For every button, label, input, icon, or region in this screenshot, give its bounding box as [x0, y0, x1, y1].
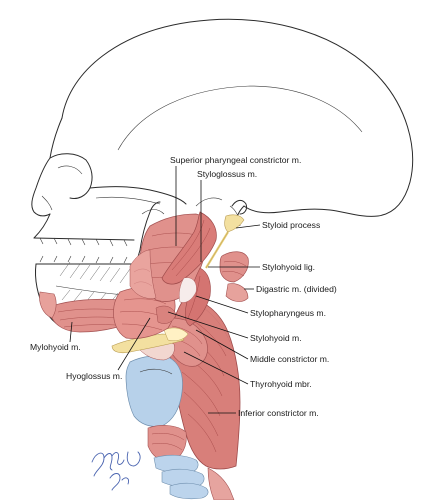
styloid-process [205, 199, 247, 269]
label-stylohyoid: Stylohyoid m. [167, 311, 302, 343]
label-text: Inferior constrictor m. [238, 408, 319, 418]
label-mylohyoid: Mylohyoid m. [30, 321, 81, 352]
label-middle-constrictor: Middle constrictor m. [195, 329, 329, 364]
label-hyoglossus: Hyoglossus m. [66, 317, 151, 381]
label-text: Thyrohyoid mbr. [250, 379, 312, 389]
label-stylohyoid-lig: Stylohyoid lig. [208, 262, 315, 272]
label-inferior-constrictor: Inferior constrictor m. [208, 408, 319, 418]
label-text: Mylohyoid m. [30, 342, 81, 352]
label-styloid-process: Styloid process [235, 220, 320, 230]
label-text: Stylohyoid lig. [262, 262, 315, 272]
label-text: Superior pharyngeal constrictor m. [170, 155, 301, 165]
artist-signature [91, 451, 141, 491]
label-styloglossus: Styloglossus m. [197, 169, 257, 262]
label-text: Digastric m. (divided) [256, 284, 337, 294]
label-superior-pharyngeal-constrictor: Superior pharyngeal constrictor m. [170, 155, 301, 246]
label-stylopharyngeus: Stylopharyngeus m. [195, 295, 326, 318]
label-text: Stylopharyngeus m. [250, 308, 326, 318]
label-thyrohyoid-mbr: Thyrohyoid mbr. [183, 351, 312, 389]
label-text: Stylohyoid m. [250, 333, 302, 343]
label-text: Styloid process [262, 220, 320, 230]
larynx-cartilages [125, 355, 235, 500]
label-digastric: Digastric m. (divided) [244, 284, 337, 294]
label-text: Styloglossus m. [197, 169, 257, 179]
label-text: Middle constrictor m. [250, 354, 329, 364]
styloglossus-muscle [161, 211, 217, 285]
label-text: Hyoglossus m. [66, 371, 122, 381]
skull [31, 18, 413, 331]
digastric-muscle [219, 251, 249, 302]
